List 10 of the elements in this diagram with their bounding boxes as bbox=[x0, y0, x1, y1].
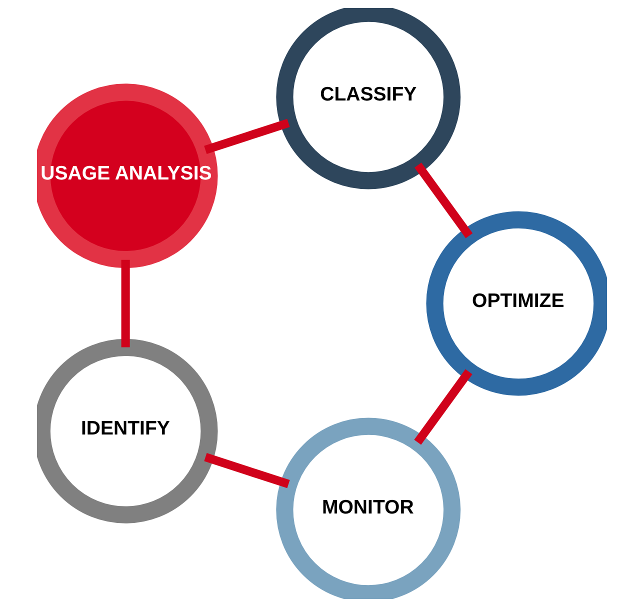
node-circle: MONITOR bbox=[276, 418, 461, 599]
connector bbox=[414, 162, 473, 238]
node-circle: OPTIMIZE bbox=[426, 211, 607, 396]
node-circle: CLASSIFY bbox=[276, 8, 461, 190]
node-circle: IDENTIFY bbox=[37, 338, 218, 524]
connector bbox=[121, 260, 130, 348]
connector bbox=[204, 118, 290, 154]
connector bbox=[204, 453, 290, 488]
node-circle: USAGE ANALYSIS bbox=[37, 84, 218, 268]
connector bbox=[414, 369, 472, 445]
